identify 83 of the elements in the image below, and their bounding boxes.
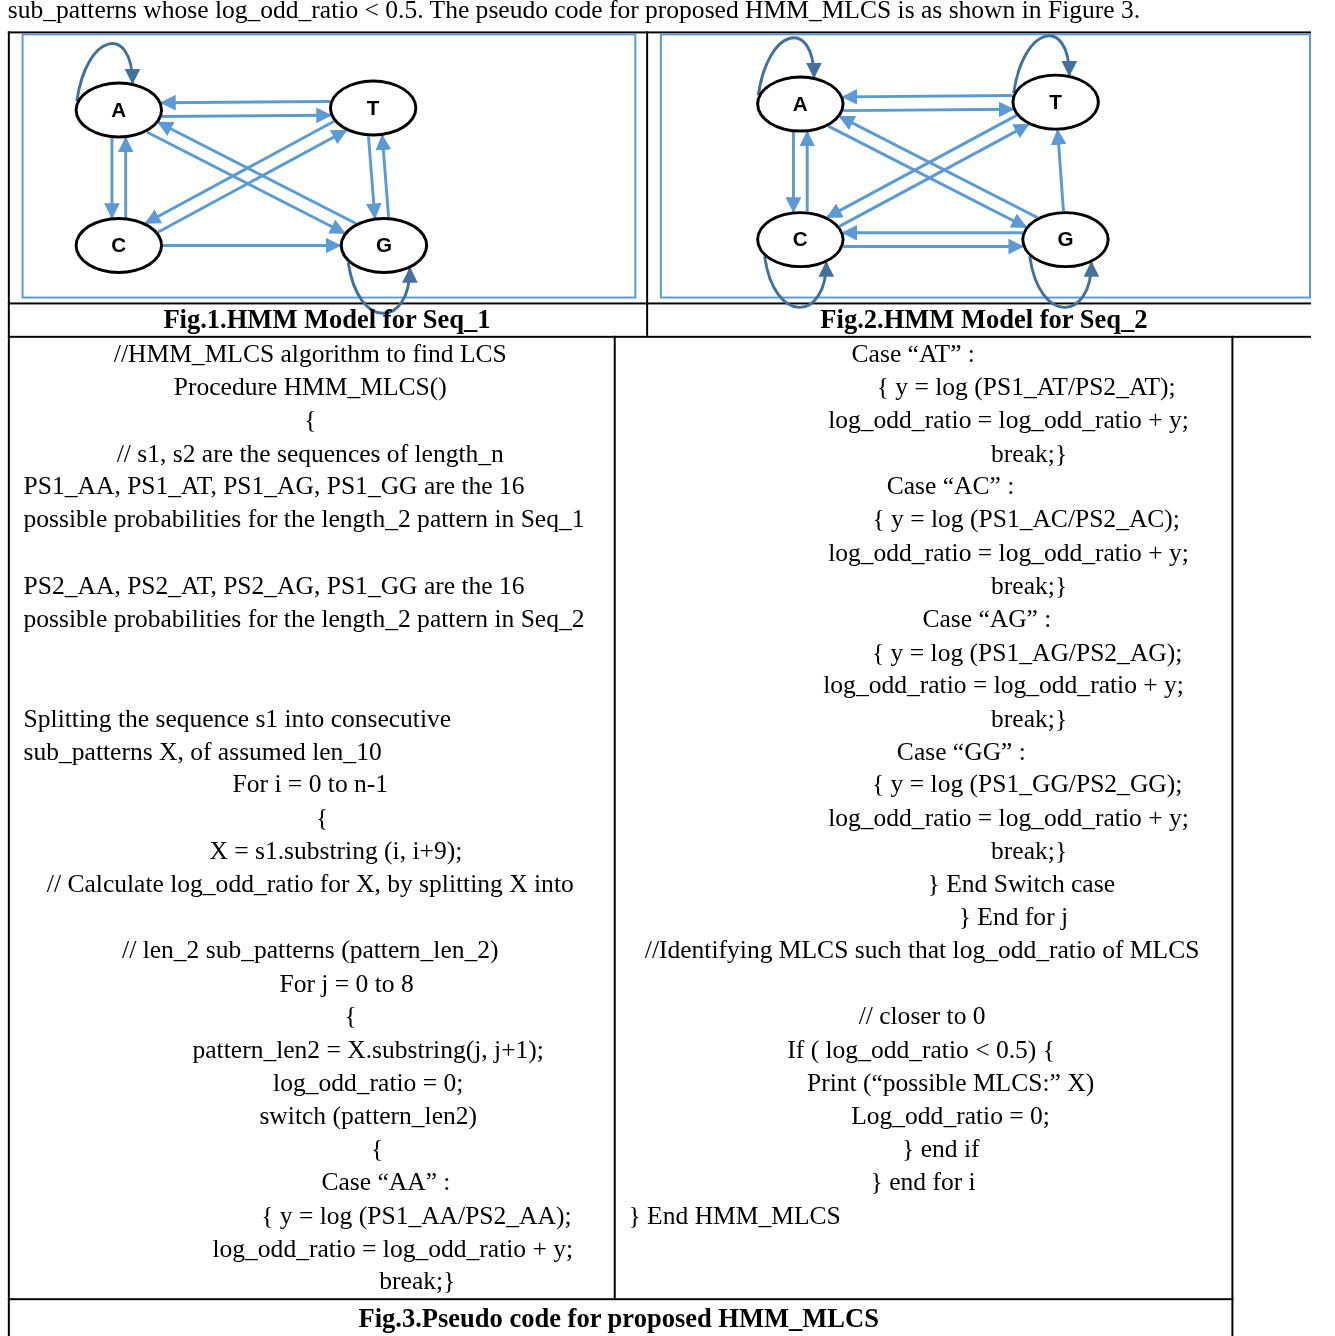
code-line: X = s1.substring (i, i+9); xyxy=(209,835,463,868)
code-line: { xyxy=(304,404,317,437)
code-line: Procedure HMM_MLCS() xyxy=(173,371,447,403)
transition-arrow xyxy=(826,114,1018,219)
code-line: Case “AG” : xyxy=(922,603,1052,636)
code-line: } end for i xyxy=(870,1166,976,1199)
code-line: If ( log_odd_ratio < 0.5) { xyxy=(787,1034,1055,1066)
figure-caption: Fig.1.HMM Model for Seq_1 xyxy=(163,303,491,336)
state-ellipse xyxy=(1011,73,1100,131)
code-line: //HMM_MLCS algorithm to find LCS xyxy=(113,338,507,371)
intro-text: sub_patterns whose log_odd_ratio < 0.5. The pseudo code for proposed HMM_MLCS is as shown in Figure 3. xyxy=(7,0,1142,26)
code-line: log_odd_ratio = log_odd_ratio + y; xyxy=(828,802,1189,834)
state-ellipse xyxy=(756,211,845,269)
state-label: A xyxy=(111,98,127,122)
code-line: { y = log (PS1_GG/PS2_GG); xyxy=(872,768,1183,801)
code-line: } End for j xyxy=(958,901,1069,933)
code-line: Case “GG” : xyxy=(896,736,1026,768)
code-line: break;} xyxy=(991,570,1068,602)
state-label: C xyxy=(792,227,808,252)
code-line: For j = 0 to 8 xyxy=(279,968,414,1000)
code-line: Log_odd_ratio = 0; xyxy=(851,1100,1050,1133)
code-line: For i = 0 to n-1 xyxy=(232,768,389,801)
code-line: break;} xyxy=(991,437,1068,470)
transition-arrow xyxy=(161,107,332,124)
figure-caption: Fig.2.HMM Model for Seq_2 xyxy=(820,303,1148,336)
transition-arrow xyxy=(117,136,134,218)
code-line: // len_2 sub_patterns (pattern_len_2) xyxy=(122,934,499,967)
code-line: { y = log (PS1_AA/PS2_AA); xyxy=(261,1200,572,1232)
transition-arrow xyxy=(104,138,120,219)
transition-arrow xyxy=(763,256,834,309)
code-line: Case “AT” : xyxy=(851,338,975,371)
state-ellipse xyxy=(1021,211,1110,269)
state-label: A xyxy=(792,92,808,116)
code-line: { y = log (PS1_AG/PS2_AG); xyxy=(872,637,1183,669)
figure-caption: Fig.3.Pseudo code for proposed HMM_MLCS xyxy=(358,1302,879,1335)
state-label: T xyxy=(366,96,380,120)
state-label: C xyxy=(111,233,127,258)
code-line: log_odd_ratio = log_odd_ratio + y; xyxy=(212,1233,574,1265)
code-line: break;} xyxy=(379,1265,456,1298)
code-line: log_odd_ratio = log_odd_ratio + y; xyxy=(828,404,1189,437)
code-line: { xyxy=(370,1133,384,1165)
transition-arrow xyxy=(1012,34,1077,94)
code-line: // closer to 0 xyxy=(858,1000,986,1033)
transition-arrow xyxy=(163,237,342,254)
code-line: } End HMM_MLCS xyxy=(628,1200,842,1232)
code-line: log_odd_ratio = log_odd_ratio + y; xyxy=(823,669,1184,702)
state-ellipse xyxy=(339,217,429,274)
state-label: G xyxy=(1057,227,1074,252)
code-line: Case “AA” : xyxy=(321,1166,451,1199)
code-line: //Identifying MLCS such that log_odd_ratio of MLCS xyxy=(643,934,1201,967)
code-line: Case “AC” : xyxy=(886,470,1015,502)
code-line: break;} xyxy=(991,835,1068,868)
transition-arrow xyxy=(841,224,1023,241)
transition-arrow xyxy=(75,42,140,102)
state-ellipse xyxy=(756,75,845,133)
transition-arrow xyxy=(1028,256,1099,309)
code-line: // Calculate log_odd_ratio for X, by splitting X into xyxy=(45,868,575,900)
code-line: } end if xyxy=(902,1133,980,1165)
code-line: PS1_AA, PS1_AT, PS1_AG, PS1_GG are the 16 possible probabilities for the length_2 pattern in Seq_1 xyxy=(23,470,586,536)
state-ellipse xyxy=(74,81,163,139)
code-line: { xyxy=(315,802,329,834)
transition-arrow xyxy=(841,88,1013,105)
code-line: pattern_len2 = X.substring(j, j+1); xyxy=(192,1034,544,1066)
transition-arrow xyxy=(160,94,331,111)
transition-arrow xyxy=(144,120,335,225)
code-line: log_odd_ratio = log_odd_ratio + y; xyxy=(828,537,1189,569)
transition-arrow xyxy=(1050,129,1067,212)
transition-arrow xyxy=(756,36,821,96)
code-line: Print (“possible MLCS:” X) xyxy=(806,1067,1095,1099)
code-line: log_odd_ratio = 0; xyxy=(273,1067,464,1099)
code-line: PS2_AA, PS2_AT, PS2_AG, PS1_GG are the 16 possible probabilities for the length_2 pattern in Seq_2 xyxy=(23,570,586,636)
state-label: G xyxy=(375,233,392,258)
code-line: break;} xyxy=(991,703,1068,735)
state-label: T xyxy=(1049,90,1062,114)
code-line: { xyxy=(344,1000,357,1033)
code-line: { y = log (PS1_AT/PS2_AT); xyxy=(876,371,1176,403)
code-line: Splitting the sequence s1 into consecutive sub_patterns X, of assumed len_10 xyxy=(23,703,453,768)
code-line: } End Switch case xyxy=(927,868,1115,900)
code-line: switch (pattern_len2) xyxy=(259,1100,478,1133)
transition-arrow xyxy=(375,134,392,218)
code-line: // s1, s2 are the sequences of length_n xyxy=(116,437,504,470)
transition-arrow xyxy=(843,101,1015,118)
code-line: { y = log (PS1_AC/PS2_AC); xyxy=(872,503,1180,536)
